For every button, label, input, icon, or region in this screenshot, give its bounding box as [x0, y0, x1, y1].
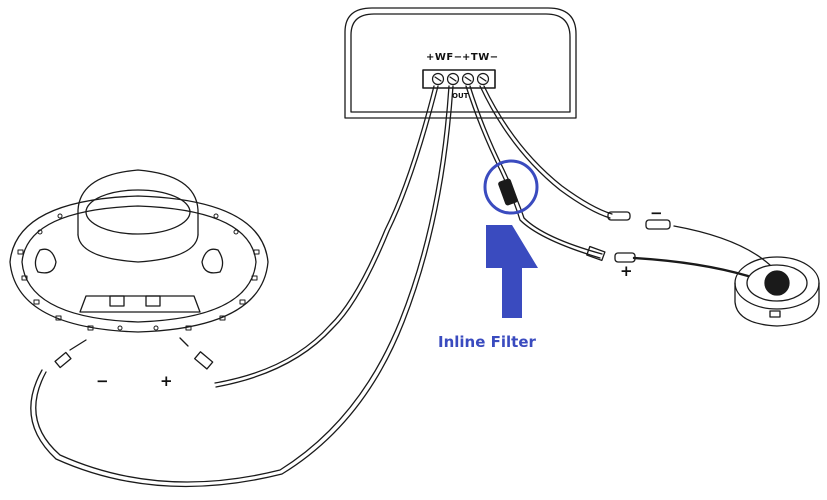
inline-filter — [498, 178, 518, 206]
woofer-terminal-label: +WF− — [426, 52, 463, 63]
tweeter-speaker — [734, 256, 820, 327]
woofer-connectors — [54, 337, 214, 370]
wire-tweeter-negative — [479, 85, 611, 219]
out-label: OUT — [452, 92, 469, 100]
filter-highlight-circle — [483, 159, 539, 215]
crossover-unit — [344, 7, 577, 119]
woofer-negative-label: − — [96, 372, 109, 390]
wire-woofer-positive — [214, 85, 435, 384]
tweeter-positive-label: + — [620, 262, 633, 280]
wire-woofer-negative — [35, 85, 450, 483]
terminal-screws — [431, 72, 490, 86]
woofer-positive-label: + — [160, 372, 173, 390]
tweeter-connectors — [586, 211, 671, 263]
woofer-speaker — [9, 169, 269, 333]
inline-filter-label: Inline Filter — [438, 333, 536, 351]
tweeter-negative-label: − — [650, 204, 663, 222]
terminal-block — [422, 69, 496, 89]
tweeter-terminal-label: +TW− — [462, 52, 499, 63]
callout-arrow — [486, 225, 538, 318]
